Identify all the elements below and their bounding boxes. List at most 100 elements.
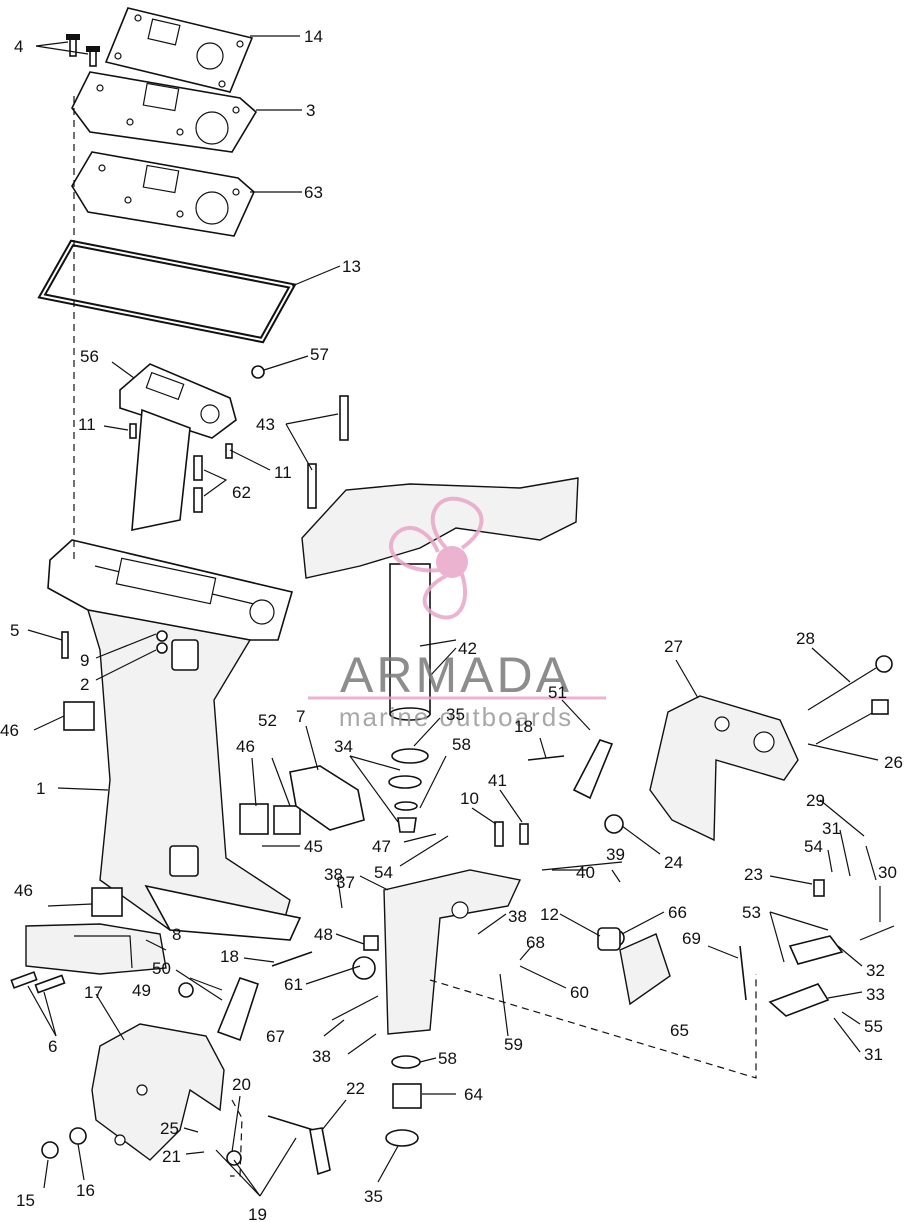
part-65-bracket [619,933,671,1006]
callout-51: 51 [548,683,567,702]
callout-68: 68 [526,933,545,952]
callout-60: 60 [570,983,589,1002]
callout-38-middle: 38 [508,907,527,926]
callout-52: 52 [258,711,277,730]
callout-13: 13 [342,257,361,276]
part-4-screws [66,34,100,67]
part-8-bracket [25,923,167,975]
callout-34: 34 [334,737,353,756]
part-30-pin [859,925,895,941]
part-61-washer [352,956,376,980]
part-15-16-nuts [41,1127,87,1159]
callout-labels: 14 4 3 63 13 56 57 11 43 11 62 42 5 9 2 … [0,27,903,1222]
callout-25: 25 [160,1119,179,1138]
propeller-blade-left [388,526,441,573]
part-49-nut [178,982,194,998]
callout-64: 64 [464,1085,483,1104]
callout-35-upper: 35 [446,705,465,724]
callout-23: 23 [744,865,763,884]
callout-2: 2 [80,675,89,694]
callout-54-middle: 54 [374,863,393,882]
callout-54-right: 54 [804,837,823,856]
propeller-blade-top [430,496,484,550]
callout-12: 12 [540,905,559,924]
callout-29: 29 [806,791,825,810]
callout-50: 50 [152,959,171,978]
part-6-bolts [10,971,66,994]
part-3-plate [71,71,258,153]
callout-67: 67 [266,1027,285,1046]
callout-18-upper: 18 [514,717,533,736]
callout-38-upper: 38 [324,865,343,884]
watermark-brand: ARMADA [340,647,572,703]
callout-32: 32 [866,961,885,980]
callout-43: 43 [256,415,275,434]
assembly-line-lower [230,1099,243,1177]
callout-20: 20 [232,1075,251,1094]
propeller-logo [388,496,484,620]
part-69-spring [739,945,747,1001]
callout-40: 40 [576,863,595,882]
callout-16: 16 [76,1181,95,1200]
callout-46-upper: 46 [0,721,19,740]
callout-65: 65 [670,1021,689,1040]
callout-9: 9 [80,651,89,670]
part-23-spring [813,879,825,897]
callout-26: 26 [884,753,903,772]
callout-55: 55 [864,1017,883,1036]
callout-15: 15 [16,1191,35,1210]
part-5-bolt [61,631,69,659]
part-46-mount-lower [91,887,123,917]
callout-48: 48 [314,925,333,944]
callout-3: 3 [306,101,315,120]
part-22-tiller [267,1115,331,1176]
part-26-rod [815,699,889,745]
part-58-64-35-lower [385,1055,422,1147]
part-62-dowels [193,455,203,513]
callout-58-lower: 58 [438,1049,457,1068]
callout-46-lower: 46 [14,881,33,900]
part-67-pin [331,995,379,1021]
callout-30: 30 [878,863,897,882]
callout-58-upper: 58 [452,735,471,754]
assembly-line-right [429,974,757,1079]
part-9-2-washers [156,630,168,654]
callout-56: 56 [80,347,99,366]
callout-6: 6 [48,1037,57,1056]
part-32-plate [788,935,844,965]
callout-1: 1 [36,779,45,798]
part-10-pin [494,821,504,847]
callout-69: 69 [682,929,701,948]
part-33-plate [768,983,830,1017]
watermark-tagline: marine outboards [339,702,573,732]
part-17-stern-bracket [91,1023,225,1161]
propeller-blade-right [422,573,468,620]
part-41-pin [519,823,529,845]
callout-53: 53 [742,903,761,922]
callout-38-lower: 38 [312,1047,331,1066]
callout-11-right: 11 [274,463,292,482]
part-1-driveshaft-housing [47,539,302,941]
part-63-gasket [71,151,255,237]
part-51-lever [572,739,614,800]
callout-24: 24 [664,853,683,872]
callout-35-lower: 35 [364,1187,383,1206]
propeller-hub [436,546,468,578]
part-28-tilt-rod [807,655,893,711]
watermark: ARMADA marine outboards [308,496,606,732]
callout-41: 41 [488,771,507,790]
callout-18-lower: 18 [220,947,239,966]
callout-10: 10 [460,789,479,808]
callout-7: 7 [296,707,305,726]
callout-47: 47 [372,837,391,856]
part-24-bushing [604,814,624,834]
callout-33: 33 [866,985,885,1004]
part-18-bolt-lower [271,951,313,967]
callout-62: 62 [232,483,251,502]
callout-19: 19 [248,1205,267,1222]
part-7-yoke [289,765,365,831]
part-50-lever [216,977,260,1042]
part-13-seal [37,239,297,344]
callout-11-left: 11 [78,415,96,434]
